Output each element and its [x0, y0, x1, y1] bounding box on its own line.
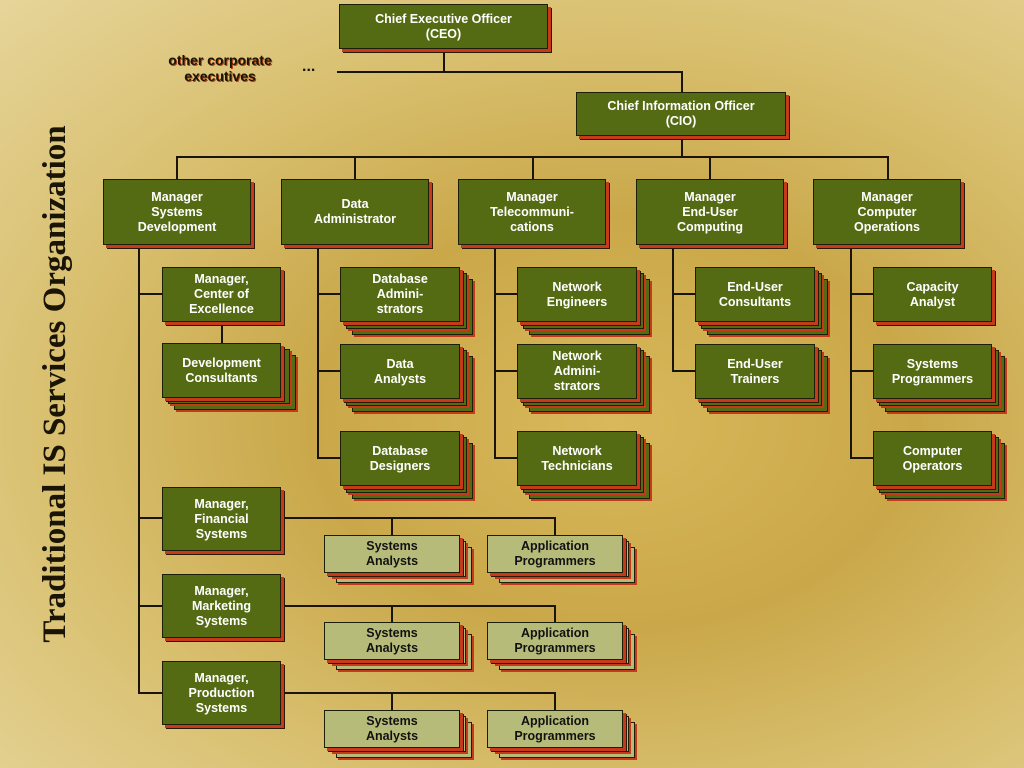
application-programmers-box: Application Programmers [487, 535, 623, 573]
data-analysts-box: Data Analysts [340, 344, 460, 399]
development-consultants-box: Development Consultants [162, 343, 281, 398]
manager-end-user-computing-box: Manager End-User Computing [636, 179, 784, 245]
network-technicians-box: Network Technicians [517, 431, 637, 486]
slide-title: Traditional IS Services Organization [37, 125, 73, 643]
computer-operators-box: Computer Operators [873, 431, 992, 486]
manager-center-of-excellence-box: Manager, Center of Excellence [162, 267, 281, 322]
manager-systems-development-box: Manager Systems Development [103, 179, 251, 245]
other-executives-label: other corporate executives [168, 52, 272, 84]
database-administrators-box: Database Admini- strators [340, 267, 460, 322]
manager-financial-systems-box: Manager, Financial Systems [162, 487, 281, 551]
end-user-trainers-box: End-User Trainers [695, 344, 815, 399]
network-engineers-box: Network Engineers [517, 267, 637, 322]
ellipsis-connector: ... [302, 58, 316, 75]
application-programmers-box: Application Programmers [487, 710, 623, 748]
manager-telecommunications-box: Manager Telecommuni- cations [458, 179, 606, 245]
systems-analysts-box: Systems Analysts [324, 622, 460, 660]
ceo-box: Chief Executive Officer (CEO) [339, 4, 548, 49]
network-administrators-box: Network Admini- strators [517, 344, 637, 399]
manager-production-systems-box: Manager, Production Systems [162, 661, 281, 725]
capacity-analyst-box: Capacity Analyst [873, 267, 992, 322]
database-designers-box: Database Designers [340, 431, 460, 486]
end-user-consultants-box: End-User Consultants [695, 267, 815, 322]
data-administrator-box: Data Administrator [281, 179, 429, 245]
systems-analysts-box: Systems Analysts [324, 710, 460, 748]
manager-computer-operations-box: Manager Computer Operations [813, 179, 961, 245]
systems-programmers-box: Systems Programmers [873, 344, 992, 399]
cio-box: Chief Information Officer (CIO) [576, 92, 786, 136]
systems-analysts-box: Systems Analysts [324, 535, 460, 573]
application-programmers-box: Application Programmers [487, 622, 623, 660]
manager-marketing-systems-box: Manager, Marketing Systems [162, 574, 281, 638]
